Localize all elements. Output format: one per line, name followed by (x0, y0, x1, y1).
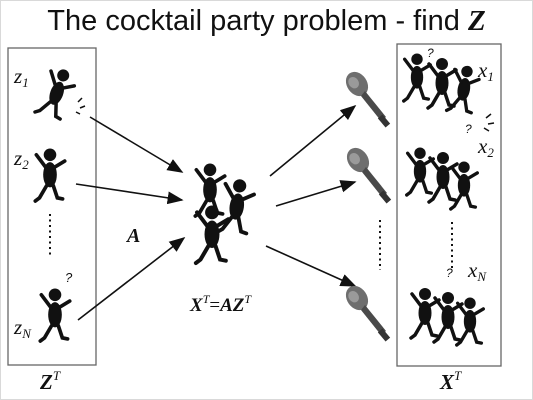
label-mixing-matrix: A (127, 225, 141, 247)
question-mark-2: ? (465, 122, 472, 136)
label-z2: z2 (14, 146, 29, 172)
arrow-mic2 (275, 180, 357, 207)
label-x2: x2 (478, 134, 494, 160)
microphone-icon-n (341, 281, 391, 342)
microphone-icon-2 (342, 143, 392, 204)
label-zn: zN (14, 315, 31, 341)
source-figure-2 (33, 146, 67, 203)
observed-box (396, 43, 502, 367)
question-mark-source: ? (65, 270, 73, 285)
label-z-transpose: ZT (40, 368, 61, 394)
label-z1: z1 (14, 64, 29, 90)
observed-motion-marks (483, 113, 495, 132)
arrow-z2 (75, 183, 184, 205)
label-xn: xN (468, 258, 486, 284)
title-variable: Z (467, 5, 486, 37)
question-mark-3: ? (446, 266, 453, 280)
arrow-zn (77, 237, 186, 321)
question-mark-1: ? (427, 46, 434, 60)
source-figure-1 (33, 63, 81, 124)
arrow-micn (265, 245, 357, 287)
observed-group-n (409, 286, 485, 347)
slide-title: The cocktail party problem - find Z (0, 4, 533, 38)
observed-group-1 (402, 51, 483, 117)
label-x1: x1 (478, 58, 494, 84)
source-figure-n (38, 286, 72, 343)
title-text: The cocktail party problem - find (47, 5, 468, 37)
observed-group-2 (405, 145, 479, 211)
motion-marks (75, 97, 86, 115)
label-x-transpose: XT (440, 368, 462, 394)
mixture-group (193, 161, 258, 264)
arrow-z1 (89, 116, 184, 173)
mixture-equation: XT=AZT (190, 292, 252, 316)
sources-box (7, 47, 97, 366)
microphone-icon-1 (341, 67, 391, 128)
arrow-mic1 (269, 104, 357, 177)
